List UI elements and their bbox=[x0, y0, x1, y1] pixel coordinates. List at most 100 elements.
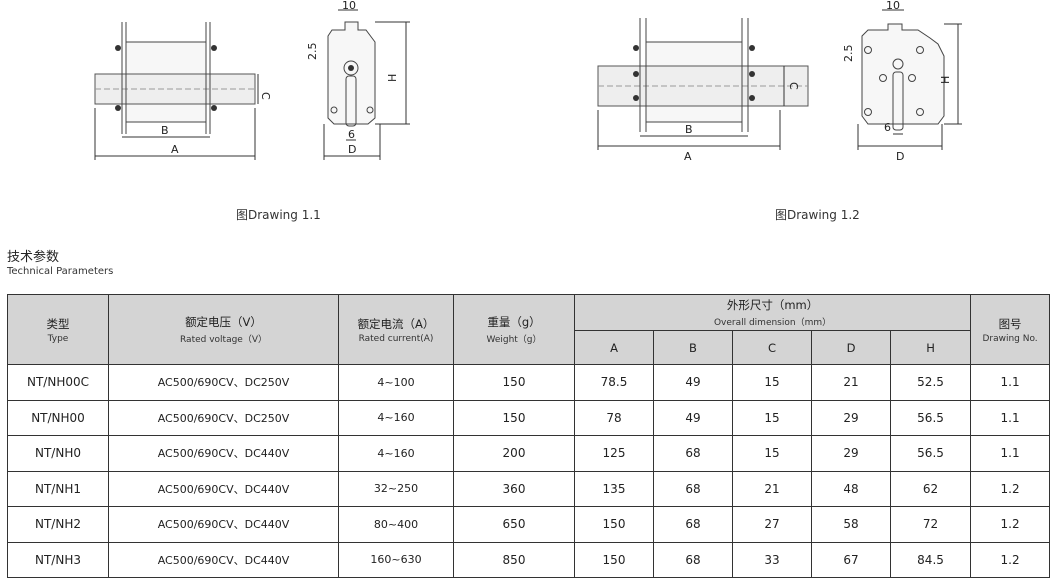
dim-label-top: 10 bbox=[342, 0, 356, 12]
dim-label-h: H bbox=[386, 74, 399, 82]
cell-d: 67 bbox=[811, 541, 891, 578]
cell-type: NT/NH1 bbox=[7, 470, 109, 507]
cell-d: 21 bbox=[811, 364, 891, 401]
cell-a: 78.5 bbox=[574, 364, 654, 401]
cell-current: 80~400 bbox=[338, 506, 454, 543]
header-dim-d: D bbox=[811, 330, 891, 365]
cell-a: 78 bbox=[574, 399, 654, 436]
dim-label-b: B bbox=[685, 123, 693, 136]
header-voltage: 额定电压（V） Rated voltage（V） bbox=[108, 294, 339, 365]
cell-drawing: 1.1 bbox=[970, 399, 1051, 436]
cell-current: 32~250 bbox=[338, 470, 454, 507]
cell-b: 68 bbox=[653, 470, 733, 507]
cell-current: 4~160 bbox=[338, 399, 454, 436]
header-dim-a: A bbox=[574, 330, 654, 365]
dim-label-h: H bbox=[939, 76, 952, 84]
dim-label-left: 2.5 bbox=[842, 45, 855, 63]
cell-type: NT/NH00 bbox=[7, 399, 109, 436]
cell-d: 58 bbox=[811, 506, 891, 543]
dim-label-a: A bbox=[684, 150, 692, 163]
cell-drawing: 1.2 bbox=[970, 541, 1051, 578]
header-drawing: 图号 Drawing No. bbox=[970, 294, 1051, 365]
cell-a: 135 bbox=[574, 470, 654, 507]
section-title-en: Technical Parameters bbox=[7, 266, 114, 277]
cell-d: 29 bbox=[811, 399, 891, 436]
table-row: NT/NH2 AC500/690CV、DC440V 80~400 650 150… bbox=[7, 506, 1051, 543]
dim-label-a: A bbox=[171, 143, 179, 156]
table-row: NT/NH00 AC500/690CV、DC250V 4~160 150 78 … bbox=[7, 399, 1051, 436]
cell-drawing: 1.1 bbox=[970, 435, 1051, 472]
dim-label-slot: 6 bbox=[348, 128, 355, 141]
cell-h: 62 bbox=[889, 470, 972, 507]
cell-voltage: AC500/690CV、DC440V bbox=[108, 541, 339, 578]
drawing-1-1-side-view: B A C bbox=[94, 22, 272, 160]
technical-drawings: B A C 10 2.5 H 6 D bbox=[0, 0, 1055, 240]
cell-a: 150 bbox=[574, 541, 654, 578]
section-title: 技术参数 Technical Parameters bbox=[7, 246, 113, 277]
cell-h: 56.5 bbox=[889, 435, 972, 472]
dim-label-d: D bbox=[348, 143, 356, 156]
header-dim-h: H bbox=[889, 330, 972, 365]
cell-c: 15 bbox=[732, 435, 812, 472]
cell-weight: 360 bbox=[453, 470, 575, 507]
cell-a: 125 bbox=[574, 435, 654, 472]
cell-c: 27 bbox=[732, 506, 812, 543]
cell-weight: 850 bbox=[453, 541, 575, 578]
drawing-1-2-side-view: B A C bbox=[597, 18, 809, 163]
table-row: NT/NH3 AC500/690CV、DC440V 160~630 850 15… bbox=[7, 541, 1051, 578]
cell-current: 4~160 bbox=[338, 435, 454, 472]
cell-voltage: AC500/690CV、DC250V bbox=[108, 364, 339, 401]
dim-label-c: C bbox=[787, 82, 800, 90]
cell-type: NT/NH0 bbox=[7, 435, 109, 472]
cell-voltage: AC500/690CV、DC440V bbox=[108, 470, 339, 507]
dim-label-left: 2.5 bbox=[306, 43, 319, 61]
cell-b: 68 bbox=[653, 435, 733, 472]
cell-d: 48 bbox=[811, 470, 891, 507]
cell-h: 72 bbox=[889, 506, 972, 543]
cell-b: 68 bbox=[653, 506, 733, 543]
cell-voltage: AC500/690CV、DC440V bbox=[108, 506, 339, 543]
section-title-zh: 技术参数 bbox=[7, 250, 60, 265]
cell-b: 49 bbox=[653, 364, 733, 401]
cell-h: 56.5 bbox=[889, 399, 972, 436]
cell-weight: 150 bbox=[453, 399, 575, 436]
dim-label-d: D bbox=[896, 150, 904, 163]
cell-type: NT/NH3 bbox=[7, 541, 109, 578]
cell-h: 52.5 bbox=[889, 364, 972, 401]
cell-b: 68 bbox=[653, 541, 733, 578]
cell-c: 21 bbox=[732, 470, 812, 507]
table-row: NT/NH0 AC500/690CV、DC440V 4~160 200 125 … bbox=[7, 435, 1051, 472]
header-dim-b: B bbox=[653, 330, 733, 365]
cell-c: 33 bbox=[732, 541, 812, 578]
cell-h: 84.5 bbox=[889, 541, 972, 578]
cell-weight: 150 bbox=[453, 364, 575, 401]
cell-d: 29 bbox=[811, 435, 891, 472]
cell-b: 49 bbox=[653, 399, 733, 436]
drawing-1-1-caption: 图Drawing 1.1 bbox=[236, 208, 321, 222]
header-dimension: 外形尺寸（mm） Overall dimension（mm） bbox=[573, 294, 972, 331]
cell-drawing: 1.1 bbox=[970, 364, 1051, 401]
dim-label-b: B bbox=[161, 124, 169, 137]
drawing-1-2-front-view: 10 2.5 H 6 D bbox=[842, 0, 962, 163]
cell-type: NT/NH00C bbox=[7, 364, 109, 401]
cell-drawing: 1.2 bbox=[970, 506, 1051, 543]
dim-label-slot: 6 bbox=[884, 121, 891, 134]
cell-type: NT/NH2 bbox=[7, 506, 109, 543]
header-current: 额定电流（A） Rated current(A) bbox=[338, 294, 454, 365]
dim-label-c: C bbox=[259, 92, 272, 100]
dim-label-top: 10 bbox=[886, 0, 900, 12]
header-dim-c: C bbox=[732, 330, 812, 365]
header-weight: 重量（g） Weight（g） bbox=[453, 294, 575, 365]
table-row: NT/NH1 AC500/690CV、DC440V 32~250 360 135… bbox=[7, 470, 1051, 507]
cell-weight: 200 bbox=[453, 435, 575, 472]
cell-drawing: 1.2 bbox=[970, 470, 1051, 507]
cell-weight: 650 bbox=[453, 506, 575, 543]
drawing-1-2-caption: 图Drawing 1.2 bbox=[775, 208, 860, 222]
cell-c: 15 bbox=[732, 399, 812, 436]
drawing-1-1-front-view: 10 2.5 H 6 D bbox=[306, 0, 410, 160]
table-row: NT/NH00C AC500/690CV、DC250V 4~100 150 78… bbox=[7, 364, 1051, 401]
header-type: 类型 Type bbox=[7, 294, 109, 365]
cell-voltage: AC500/690CV、DC250V bbox=[108, 399, 339, 436]
cell-a: 150 bbox=[574, 506, 654, 543]
cell-c: 15 bbox=[732, 364, 812, 401]
